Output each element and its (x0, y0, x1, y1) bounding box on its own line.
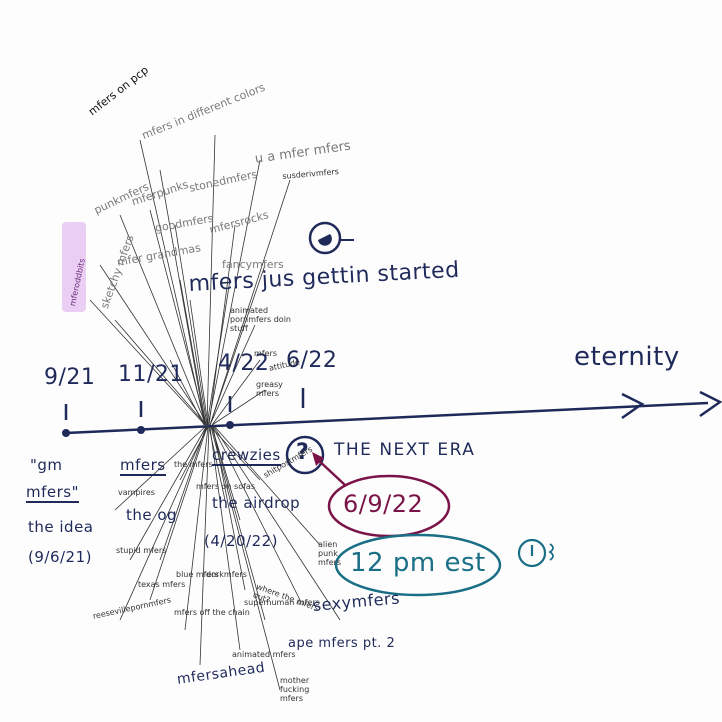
timeline-dot (226, 421, 234, 429)
branch-label: vampires (118, 488, 155, 497)
branch-label: ape mfers pt. 2 (288, 636, 396, 651)
next-era-label: THE NEXT ERA (334, 440, 476, 460)
mfer-face-icon-fill (318, 234, 332, 246)
branch-label: stupid mfers (116, 546, 167, 555)
idea-date: (9/6/21) (28, 548, 92, 566)
branch-label: mfers off the chain (174, 608, 250, 617)
branch-label: dorkmfers (206, 570, 247, 579)
timeline-dot (62, 429, 70, 437)
launch-time: 12 pm est (350, 548, 486, 578)
tick-label-6-22: 6/22 (286, 348, 338, 373)
next-era-circle (285, 435, 325, 475)
timeline-dot (137, 426, 145, 434)
highlight-marker (62, 222, 86, 312)
mfer-face-icon (308, 221, 342, 255)
branch-label: mfers (254, 349, 277, 358)
branch-label: blue mfers (176, 570, 219, 579)
crewzies: crewzies (212, 446, 281, 466)
gm-quote: "gm (30, 456, 63, 474)
branch-label: texas mfers (138, 580, 186, 589)
tick-label-4-22: 4/22 (218, 351, 270, 376)
eternity-label: eternity (574, 342, 680, 372)
clock-icon-ticks (548, 543, 554, 561)
branch-label: animated pornmfers doin stuff (230, 306, 291, 333)
clock-icon (517, 538, 547, 568)
branch-label: animated mfers (232, 650, 296, 659)
timeline-axis (65, 401, 709, 435)
branch-label: alien punk mfers (318, 540, 341, 567)
pointer-arrow (315, 457, 346, 486)
arrow-head-1 (621, 392, 645, 420)
the-og: the og (126, 506, 178, 524)
branch-label: the mfers (174, 460, 213, 469)
branch-label: mfers on sofas (196, 482, 255, 491)
launch-time-oval (334, 533, 502, 597)
branch-label: mother fucking mfers (280, 676, 310, 703)
branch-label: fancymfers (222, 258, 284, 271)
the-idea: the idea (28, 518, 94, 536)
pointer-head (312, 452, 324, 466)
launch-date: 6/9/22 (343, 490, 424, 518)
mfers-og: mfers (120, 456, 166, 476)
gm-mfers: mfers" (26, 483, 80, 503)
tick-label-9-21: 9/21 (44, 365, 96, 390)
branch-label: superhuman mfers (244, 598, 320, 607)
tick-label-11-21: 11/21 (118, 362, 184, 387)
pencil-branches-top (89, 134, 291, 426)
branch-label: greasy mfers (256, 380, 283, 398)
the-airdrop: the airdrop (212, 494, 301, 512)
pencil-branches-bottom (114, 426, 341, 691)
arrow-head-2 (699, 390, 722, 418)
airdrop-date: (4/20/22) (204, 532, 279, 550)
next-era-question-mark: ? (296, 440, 310, 465)
